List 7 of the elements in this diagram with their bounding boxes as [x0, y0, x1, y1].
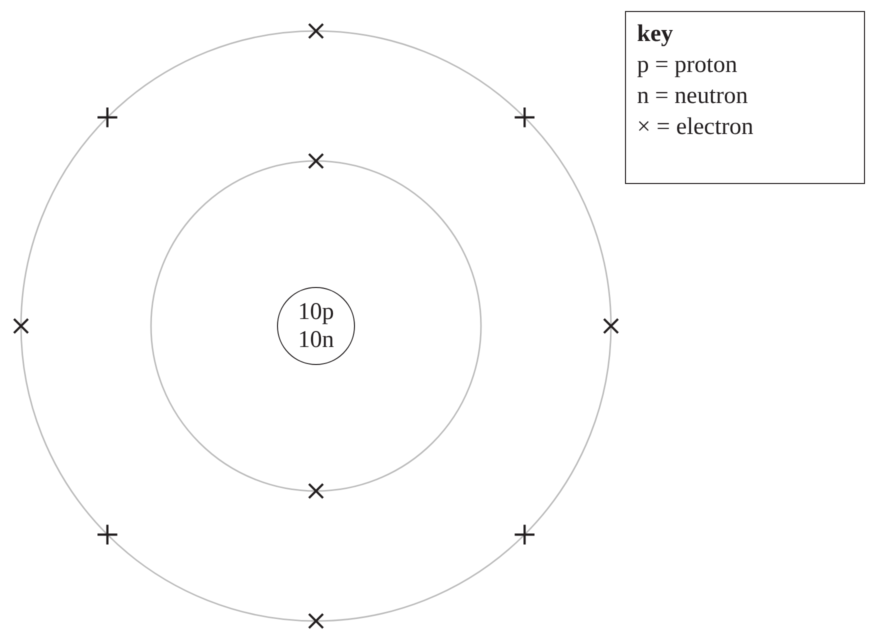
key-box: [625, 11, 865, 184]
nucleus-label: 10p 10n: [296, 298, 335, 354]
nucleus-circle: [277, 287, 355, 365]
key-entry: p = proton: [637, 51, 738, 80]
key-entry: × = electron: [637, 113, 754, 142]
key-heading: key: [637, 20, 674, 49]
key-entry: n = neutron: [637, 82, 749, 111]
